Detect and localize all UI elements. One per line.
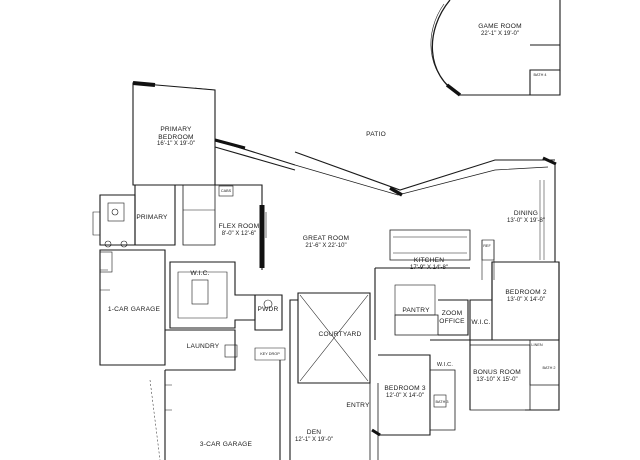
- primary-bedroom-dim: 16'-1" X 19'-0": [157, 141, 195, 148]
- three-car-garage-name: 3-CAR GARAGE: [199, 441, 253, 448]
- kitchen-walls: [389, 229, 471, 261]
- pantry-label: PANTRY: [402, 307, 429, 315]
- great-room-dim: 21'-6" X 22'-10": [305, 242, 347, 249]
- wic-bed3-name: W.I.C.: [436, 362, 454, 368]
- ref-label: REF: [483, 244, 491, 248]
- wic-bed2-label: W.I.C.: [471, 319, 490, 327]
- game-room-dim: 22'-1" X 19'-0": [481, 30, 519, 37]
- flex-room-label: FLEX ROOM 8'-0" X 12'-6": [219, 223, 260, 237]
- primary-bedroom-name-2: BEDROOM: [158, 133, 194, 141]
- primary-bath-label: PRIMARY: [136, 214, 167, 222]
- bedroom-3-walls: [378, 354, 431, 436]
- bedroom-3-label: BEDROOM 3 12'-0" X 14'-0": [384, 385, 425, 399]
- bedroom-2-label: BEDROOM 2 13'-0" X 14'-0": [505, 289, 546, 303]
- dining-dim: 13'-0" X 19'-8": [507, 217, 545, 224]
- dining-name: DINING: [513, 210, 539, 217]
- wic-primary-name: W.I.C.: [190, 270, 210, 277]
- courtyard-label: COURTYARD: [319, 331, 362, 339]
- one-car-garage-walls: [99, 249, 166, 366]
- pantry-name: PANTRY: [402, 307, 430, 314]
- game-room-wall: [431, 0, 461, 96]
- den-name: DEN: [306, 429, 322, 436]
- bath3-label: BATH 3: [435, 400, 449, 404]
- cabs-label: CABS: [220, 189, 232, 193]
- den-label: DEN 12'-1" X 19'-0": [295, 429, 333, 443]
- linen-label: LINEN: [531, 343, 543, 347]
- wic-bed3-label: W.I.C.: [437, 362, 453, 368]
- bedroom-3-name: BEDROOM 3: [384, 385, 426, 392]
- bath2-label: BATH 2: [542, 366, 556, 370]
- laundry-name: LAUNDRY: [186, 343, 220, 350]
- pwdr-name: PWDR: [257, 306, 279, 313]
- bonus-room-dim: 13'-10" X 15'-0": [476, 376, 518, 383]
- courtyard-name: COURTYARD: [318, 331, 362, 338]
- kitchen-dim: 17'-9" X 14'-8": [410, 264, 448, 271]
- key-drop-label: KEY DROP: [260, 352, 280, 356]
- great-room-label: GREAT ROOM 21'-6" X 22'-10": [303, 235, 349, 249]
- bonus-room-name: BONUS ROOM: [473, 369, 521, 376]
- one-car-garage-label: 1-CAR GARAGE: [108, 306, 160, 314]
- patio-name: PATIO: [366, 131, 386, 138]
- bedroom-3-dim: 12'-0" X 14'-0": [386, 392, 424, 399]
- den-dim: 12'-1" X 19'-0": [295, 436, 333, 443]
- bedroom-2-name: BEDROOM 2: [505, 289, 547, 296]
- game-room-name: GAME ROOM: [478, 23, 522, 30]
- kitchen-name: KITCHEN: [413, 257, 445, 264]
- bath4-label: BATH 4: [533, 73, 547, 77]
- zoom-office-label: ZOOM OFFICE: [439, 310, 464, 325]
- primary-bath-name: PRIMARY: [136, 214, 168, 221]
- zoom-office-name-2: OFFICE: [439, 317, 465, 325]
- great-room-name: GREAT ROOM: [302, 235, 350, 242]
- dining-label: DINING 13'-0" X 19'-8": [507, 210, 545, 224]
- three-car-garage-label: 3-CAR GARAGE: [200, 441, 252, 449]
- kitchen-label: KITCHEN 17'-9" X 14'-8": [410, 257, 448, 271]
- entry-label: ENTRY: [346, 402, 369, 410]
- primary-bedroom-name-1: PRIMARY: [160, 126, 192, 133]
- flex-room-name: FLEX ROOM: [218, 223, 260, 230]
- zoom-office-name-1: ZOOM: [441, 310, 463, 317]
- game-room-label: GAME ROOM 22'-1" X 19'-0": [478, 23, 522, 37]
- entry-name: ENTRY: [346, 402, 370, 409]
- laundry-label: LAUNDRY: [187, 343, 220, 351]
- wic-bed2-name: W.I.C.: [471, 319, 491, 326]
- pwdr-label: PWDR: [258, 306, 279, 314]
- bonus-room-label: BONUS ROOM 13'-10" X 15'-0": [473, 369, 521, 383]
- flex-room-dim: 8'-0" X 12'-6": [221, 230, 257, 237]
- wic-primary-label: W.I.C.: [190, 270, 209, 278]
- patio-label: PATIO: [366, 131, 386, 139]
- bedroom-2-dim: 13'-0" X 14'-0": [507, 296, 545, 303]
- one-car-garage-name: 1-CAR GARAGE: [107, 306, 161, 313]
- primary-bedroom-label: PRIMARY BEDROOM 16'-1" X 19'-0": [157, 126, 195, 148]
